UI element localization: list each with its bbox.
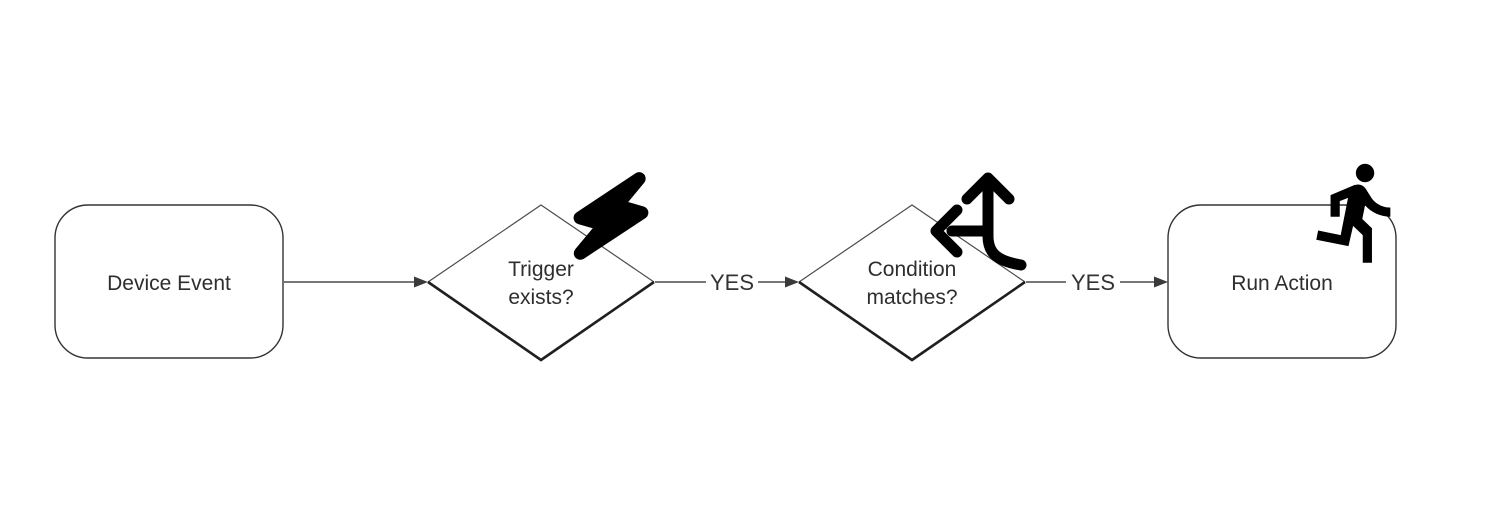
node-condition-matches-bottom-edge [798,280,1026,362]
lightning-bolt-icon [573,172,649,260]
running-person-shape [1316,163,1391,263]
edge-label-yes-2: YES [1071,270,1115,295]
edge-label-yes-1: YES [710,270,754,295]
node-trigger-exists-bottom-edge [427,280,655,362]
connector-device-to-trigger [284,276,428,288]
arrowhead-icon [1154,276,1168,288]
split-arrows-icon [930,172,1027,271]
running-person-icon [1316,163,1391,263]
split-arrows-stem [982,175,1027,271]
connector-trigger-to-condition: YES [655,270,799,295]
arrowhead-icon [785,276,799,288]
node-trigger-exists-top-edge [427,204,655,283]
node-trigger-exists-label-line1: Trigger [508,258,574,281]
node-device-event: Device Event [54,204,284,359]
node-device-event-label: Device Event [107,272,231,295]
connector-condition-to-run: YES [1026,270,1168,295]
node-condition-matches: Condition matches? [798,204,1026,362]
arrowhead-icon [414,276,428,288]
lightning-bolt-shape [573,172,649,260]
split-arrows-up-arrowhead [961,172,1015,205]
node-device-event-shape [54,204,284,359]
node-condition-matches-top-edge [798,204,1026,283]
split-arrows-left-arrowhead [930,204,963,258]
node-trigger-exists-label-line2: exists? [508,286,573,309]
node-condition-matches-label-line1: Condition [868,258,957,281]
node-condition-matches-label-line2: matches? [866,286,957,309]
node-run-action-label: Run Action [1231,272,1333,295]
